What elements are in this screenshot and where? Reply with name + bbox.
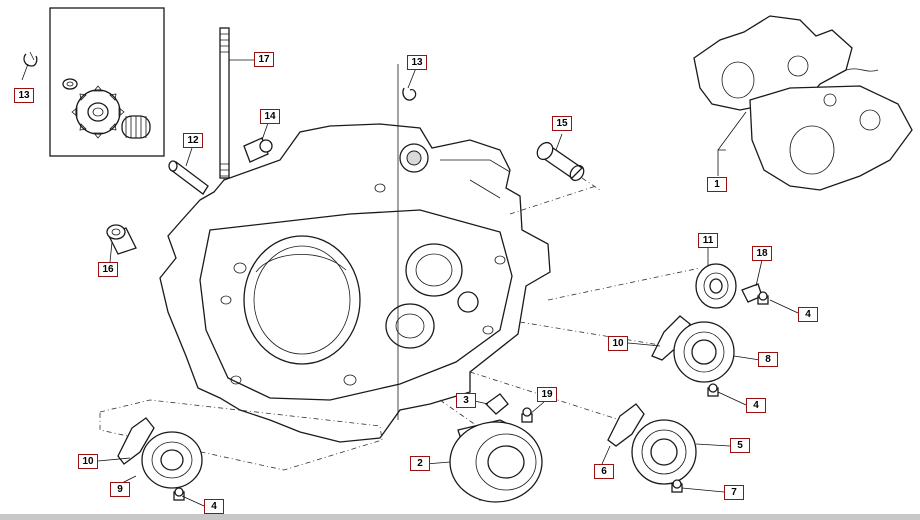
clip-part — [402, 87, 417, 101]
callout-4: 4 — [204, 499, 224, 514]
bearing-5 — [607, 403, 697, 485]
screw-19 — [521, 407, 533, 423]
dowel-pin-part — [168, 160, 209, 195]
callout-4: 4 — [746, 398, 766, 413]
callout-10: 10 — [78, 454, 98, 469]
fitting-part — [243, 137, 273, 163]
bearing-11 — [695, 263, 737, 309]
bearing-9 — [117, 417, 203, 489]
callout-9: 9 — [110, 482, 130, 497]
callout-16: 16 — [98, 262, 118, 277]
sleeve-part — [536, 141, 601, 191]
callout-14: 14 — [260, 109, 280, 124]
callout-3: 3 — [456, 393, 476, 408]
callout-4: 4 — [798, 307, 818, 322]
callout-10: 10 — [608, 336, 628, 351]
callout-1: 1 — [707, 177, 727, 192]
bearing-2 — [449, 419, 543, 503]
callout-18: 18 — [752, 246, 772, 261]
callout-7: 7 — [724, 485, 744, 500]
plate-3 — [484, 393, 509, 415]
bushing-part — [106, 224, 137, 255]
callout-12: 12 — [183, 133, 203, 148]
callout-19: 19 — [537, 387, 557, 402]
callout-5: 5 — [730, 438, 750, 453]
callout-15: 15 — [552, 116, 572, 131]
bottom-scroll-bar — [0, 514, 920, 520]
callout-17: 17 — [254, 52, 274, 67]
callout-6: 6 — [594, 464, 614, 479]
callout-11: 11 — [698, 233, 718, 248]
callout-13: 13 — [407, 55, 427, 70]
sprocket-inset — [23, 7, 165, 157]
callout-2: 2 — [410, 456, 430, 471]
crankcase-half — [159, 64, 551, 443]
screw-parts — [173, 291, 769, 501]
callout-8: 8 — [758, 352, 778, 367]
crankcase-thumbnail — [693, 15, 913, 191]
callout-13: 13 — [14, 88, 34, 103]
leader-lines — [21, 59, 799, 507]
bearing-8 — [651, 315, 735, 383]
assembly-lines — [99, 185, 701, 471]
